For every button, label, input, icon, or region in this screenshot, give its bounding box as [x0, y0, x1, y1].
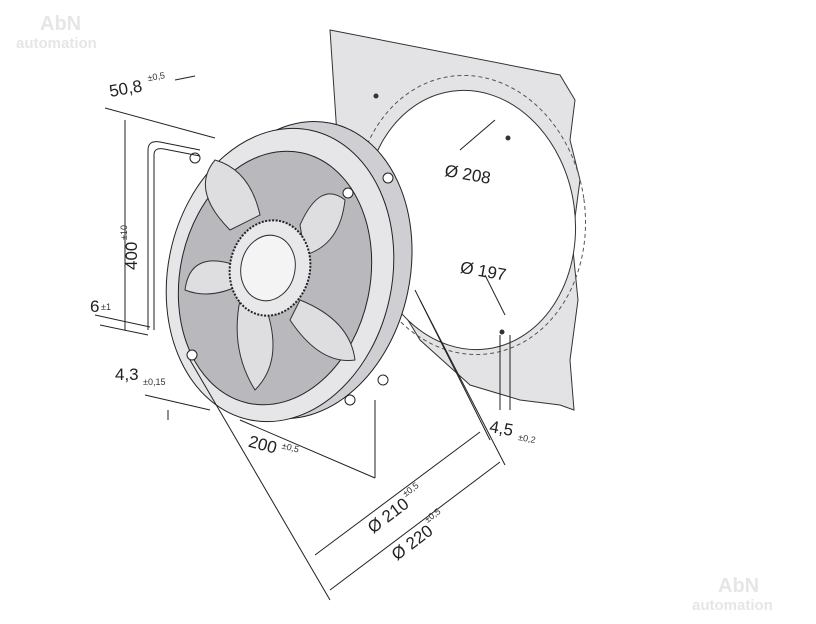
dim-value: 4,5 — [488, 417, 515, 440]
dim-tolerance: ±0,5 — [147, 70, 166, 83]
watermark-text: automation — [692, 597, 773, 614]
dim-tolerance: ±0,5 — [401, 480, 421, 498]
dim-depth: 50,8 ±0,5 — [108, 70, 166, 101]
dim-panel-hole: 4,5 ±0,2 — [488, 417, 536, 445]
watermark-text: automation — [16, 35, 97, 52]
dim-strip-length: 6 ±1 — [90, 297, 111, 316]
dim-hole-diameter: 4,3 ±0,15 — [115, 365, 165, 387]
dim-hole-spacing: 200 ±0,5 — [247, 432, 301, 458]
dimension-lines — [94, 75, 511, 601]
dim-tolerance: ±0,15 — [143, 377, 165, 387]
dim-value: 4,3 — [115, 365, 139, 384]
dim-value: 50,8 — [108, 76, 144, 100]
dim-lead-length: 400 ±10 — [119, 225, 141, 270]
panel-hole — [505, 135, 511, 141]
dim-value: 6 — [90, 297, 99, 316]
dim-value: 400 — [122, 242, 141, 270]
dim-value: 200 — [247, 432, 279, 458]
watermark-text: AbN — [718, 575, 759, 597]
watermark-top-left: AbN automation — [16, 13, 97, 52]
panel-hole — [373, 93, 379, 99]
watermark-text: AbN — [40, 13, 81, 35]
fan — [165, 121, 413, 423]
dim-tolerance: ±10 — [119, 225, 129, 240]
dim-tolerance: ±1 — [101, 302, 111, 312]
dim-tolerance: ±0,5 — [423, 506, 443, 524]
dim-tolerance: ±0,5 — [281, 440, 300, 454]
dim-tolerance: ±0,2 — [517, 432, 536, 445]
panel-hole — [499, 329, 505, 335]
watermark-bottom-right: AbN automation — [692, 575, 773, 614]
lead-wires — [147, 141, 201, 330]
